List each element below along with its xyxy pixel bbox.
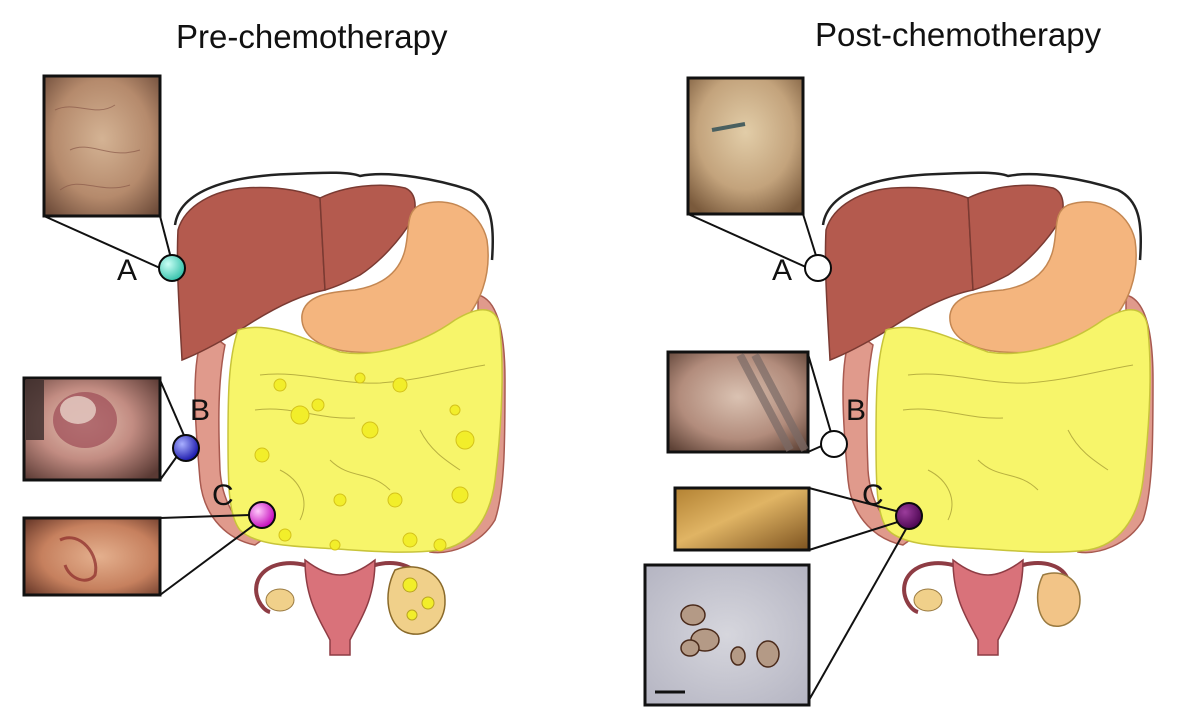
post-site-c-marker: [895, 502, 923, 530]
pre-chemotherapy-title: Pre-chemotherapy: [176, 18, 448, 55]
post-site-a-label: A: [772, 254, 792, 287]
pre-site-c-label: C: [212, 479, 234, 512]
pre-tumor-nodules: [254, 372, 475, 552]
post-site-a-marker: [804, 254, 832, 282]
post-site-c-label: C: [862, 479, 884, 512]
post-site-b-marker: [820, 430, 848, 458]
post-chemotherapy-title: Post-chemotherapy: [815, 16, 1102, 53]
post-anatomy-illustration: [821, 170, 1155, 658]
post-ovary: [1036, 572, 1081, 627]
post-site-b-label: B: [846, 394, 866, 427]
pre-photo-b: [22, 376, 162, 482]
post-photo-c: [673, 486, 811, 552]
pre-ovary-tumor: [387, 566, 446, 635]
pre-anatomy-illustration: [173, 170, 507, 658]
pre-site-c-marker: [248, 501, 276, 529]
pre-site-b-label: B: [190, 394, 210, 427]
pre-site-b-marker: [172, 434, 200, 462]
pre-photo-a: [42, 74, 162, 218]
pre-photo-c: [22, 516, 162, 597]
pre-site-a-label: A: [117, 254, 137, 287]
pre-site-a-marker: [158, 254, 186, 282]
post-histology-photo: [643, 563, 811, 707]
post-photo-a: [686, 76, 805, 216]
post-photo-b: [666, 350, 810, 454]
